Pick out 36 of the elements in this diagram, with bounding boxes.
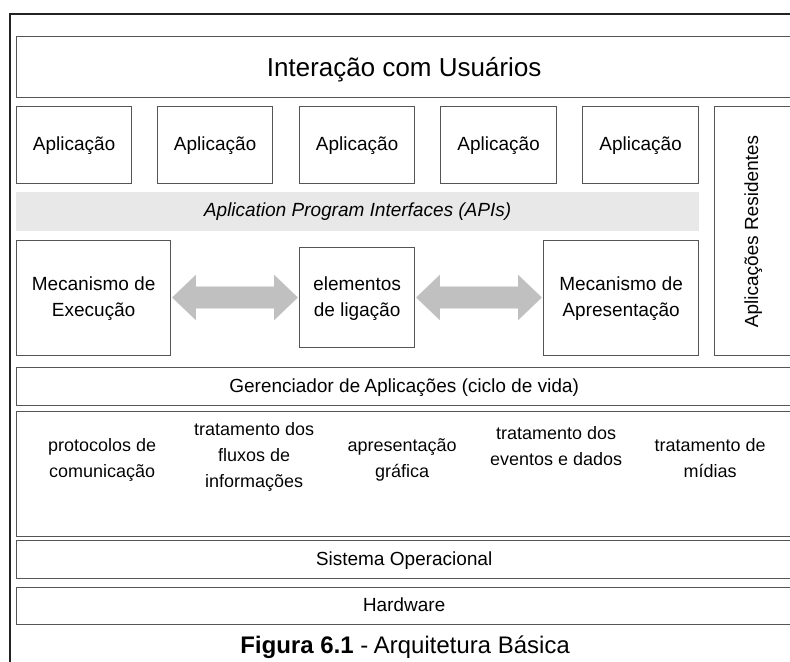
layer-box — [16, 240, 171, 356]
double-arrow — [416, 274, 542, 320]
layer-box — [157, 106, 273, 184]
component-label: tratamento dos fluxos de informações — [192, 418, 316, 493]
box-label: Aplicações Residentes — [740, 134, 764, 328]
band-label: Aplication Program Interfaces (APIs) — [204, 199, 512, 224]
component-label: protocolos de comunicação — [46, 434, 158, 483]
component-label: tratamento dos eventos e dados — [488, 422, 624, 471]
layer-box — [714, 106, 790, 356]
layer-box — [16, 106, 132, 184]
box-label: Aplicação — [174, 133, 256, 157]
box-label: Aplicação — [32, 133, 116, 157]
layer-box — [16, 367, 790, 406]
layer-box — [543, 240, 699, 356]
layer-box — [440, 106, 557, 184]
layer-box — [16, 411, 790, 537]
figure-caption: Figura 6.1 - Arquitetura Básica — [239, 631, 571, 661]
layer-box — [582, 106, 699, 184]
box-label: Mecanismo de Execução — [30, 273, 156, 323]
box-label: Gerenciador de Aplicações (ciclo de vida) — [229, 374, 579, 398]
box-label: elementos de ligação — [312, 272, 402, 322]
double-arrow — [172, 274, 298, 320]
box-label: Aplicação — [599, 133, 682, 157]
box-label: Aplicação — [457, 133, 540, 157]
box-label: Sistema Operacional — [316, 548, 492, 572]
layer-box — [16, 587, 790, 625]
box-label: Hardware — [362, 594, 446, 618]
box-label: Mecanismo de Apresentação — [558, 273, 684, 323]
component-label: apresentação gráfica — [346, 434, 458, 483]
box-label: Interação com Usuários — [266, 54, 542, 80]
component-label: tratamento de mídias — [653, 434, 767, 483]
layer-box — [16, 36, 790, 98]
layer-box — [16, 540, 790, 579]
layer-box — [299, 106, 415, 184]
layer-box — [299, 247, 415, 348]
box-label: Aplicação — [316, 133, 398, 157]
